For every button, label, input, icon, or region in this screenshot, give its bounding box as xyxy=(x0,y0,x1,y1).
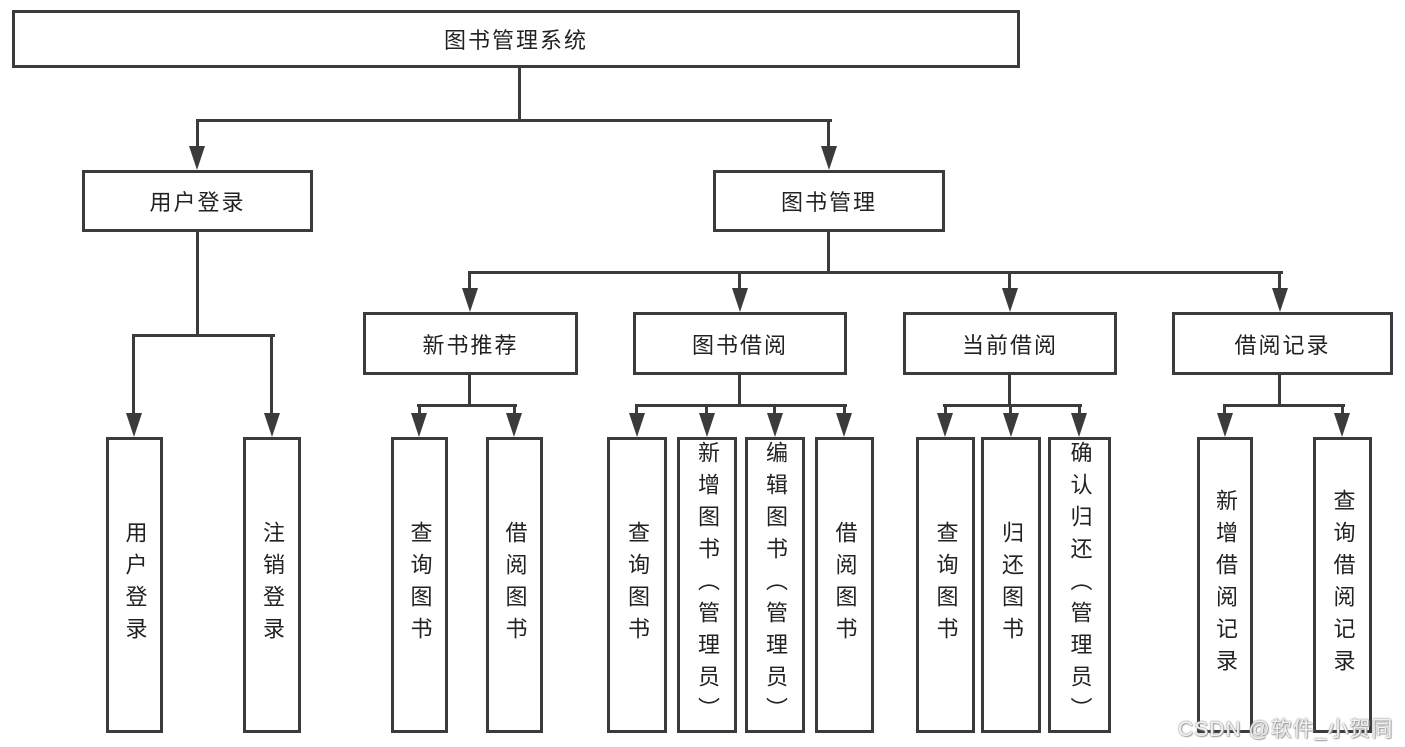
node-leaf-query-books-1: 查询图书 xyxy=(391,437,448,733)
connector-line xyxy=(1278,375,1281,407)
connector-line xyxy=(196,119,832,122)
node-leaf-query-borrow-record: 查询借阅记录 xyxy=(1313,437,1372,733)
arrow-head xyxy=(411,413,427,437)
node-user-login: 用户登录 xyxy=(82,170,313,232)
arrow-head xyxy=(1003,413,1019,437)
arrow-head xyxy=(1272,288,1288,312)
node-book-borrow: 图书借阅 xyxy=(633,312,847,375)
connector-line xyxy=(132,334,135,419)
csdn-watermark: CSDN @软件_小贺同学 xyxy=(1178,718,1394,741)
connector-line xyxy=(518,66,521,122)
connector-line xyxy=(827,232,830,274)
arrow-head xyxy=(126,413,142,437)
connector-line xyxy=(635,404,638,418)
node-leaf-borrow-books-1: 借阅图书 xyxy=(486,437,543,733)
node-leaf-query-books-2: 查询图书 xyxy=(607,437,667,733)
connector-line xyxy=(196,119,199,149)
arrow-head xyxy=(506,413,522,437)
node-current-borrow: 当前借阅 xyxy=(903,312,1117,375)
connector-line xyxy=(270,334,273,419)
arrow-head xyxy=(629,413,645,437)
connector-line xyxy=(1223,404,1226,418)
node-leaf-add-books-admin: 新增图书（管理员） xyxy=(677,437,737,733)
connector-line xyxy=(1278,271,1281,293)
arrow-head xyxy=(699,413,715,437)
connector-line xyxy=(773,404,776,418)
connector-line xyxy=(468,271,471,293)
connector-line xyxy=(468,375,471,407)
arrow-head xyxy=(836,413,852,437)
connector-line xyxy=(1078,404,1081,418)
connector-line xyxy=(468,271,1283,274)
node-root: 图书管理系统 xyxy=(12,10,1020,68)
connector-line xyxy=(1008,271,1011,293)
node-leaf-query-books-3: 查询图书 xyxy=(916,437,975,733)
connector-line xyxy=(738,375,741,407)
connector-line xyxy=(843,404,846,418)
node-leaf-edit-books-admin: 编辑图书（管理员） xyxy=(745,437,805,733)
connector-line xyxy=(196,232,199,337)
connector-line xyxy=(1223,404,1345,407)
arrow-head xyxy=(1002,288,1018,312)
node-leaf-user-login: 用户登录 xyxy=(106,437,163,733)
connector-line xyxy=(1341,404,1344,418)
connector-line xyxy=(827,119,830,149)
connector-line xyxy=(132,334,275,337)
connector-line xyxy=(944,404,947,418)
arrow-head xyxy=(821,146,837,170)
arrow-head xyxy=(1217,413,1233,437)
node-leaf-add-borrow-record: 新增借阅记录 xyxy=(1197,437,1253,733)
connector-line xyxy=(705,404,708,418)
node-leaf-confirm-return-admin: 确认归还（管理员） xyxy=(1048,437,1111,733)
connector-line xyxy=(943,404,1082,407)
arrow-head xyxy=(462,288,478,312)
connector-line xyxy=(417,404,517,407)
node-leaf-logout: 注销登录 xyxy=(243,437,301,733)
arrow-head xyxy=(189,146,205,170)
connector-line xyxy=(738,271,741,293)
connector-line xyxy=(1009,404,1012,418)
arrow-head xyxy=(1071,413,1087,437)
arrow-head xyxy=(732,288,748,312)
connector-line xyxy=(513,404,516,418)
node-borrow-records: 借阅记录 xyxy=(1172,312,1393,375)
connector-line xyxy=(418,404,421,418)
connector-line xyxy=(635,404,847,407)
arrow-head xyxy=(937,413,953,437)
arrow-head xyxy=(767,413,783,437)
node-book-management: 图书管理 xyxy=(713,170,945,232)
node-new-book-recommend: 新书推荐 xyxy=(363,312,578,375)
node-leaf-return-books: 归还图书 xyxy=(981,437,1041,733)
node-leaf-borrow-books-2: 借阅图书 xyxy=(815,437,874,733)
arrow-head xyxy=(1334,413,1350,437)
arrow-head xyxy=(264,413,280,437)
connector-line xyxy=(1008,375,1011,407)
